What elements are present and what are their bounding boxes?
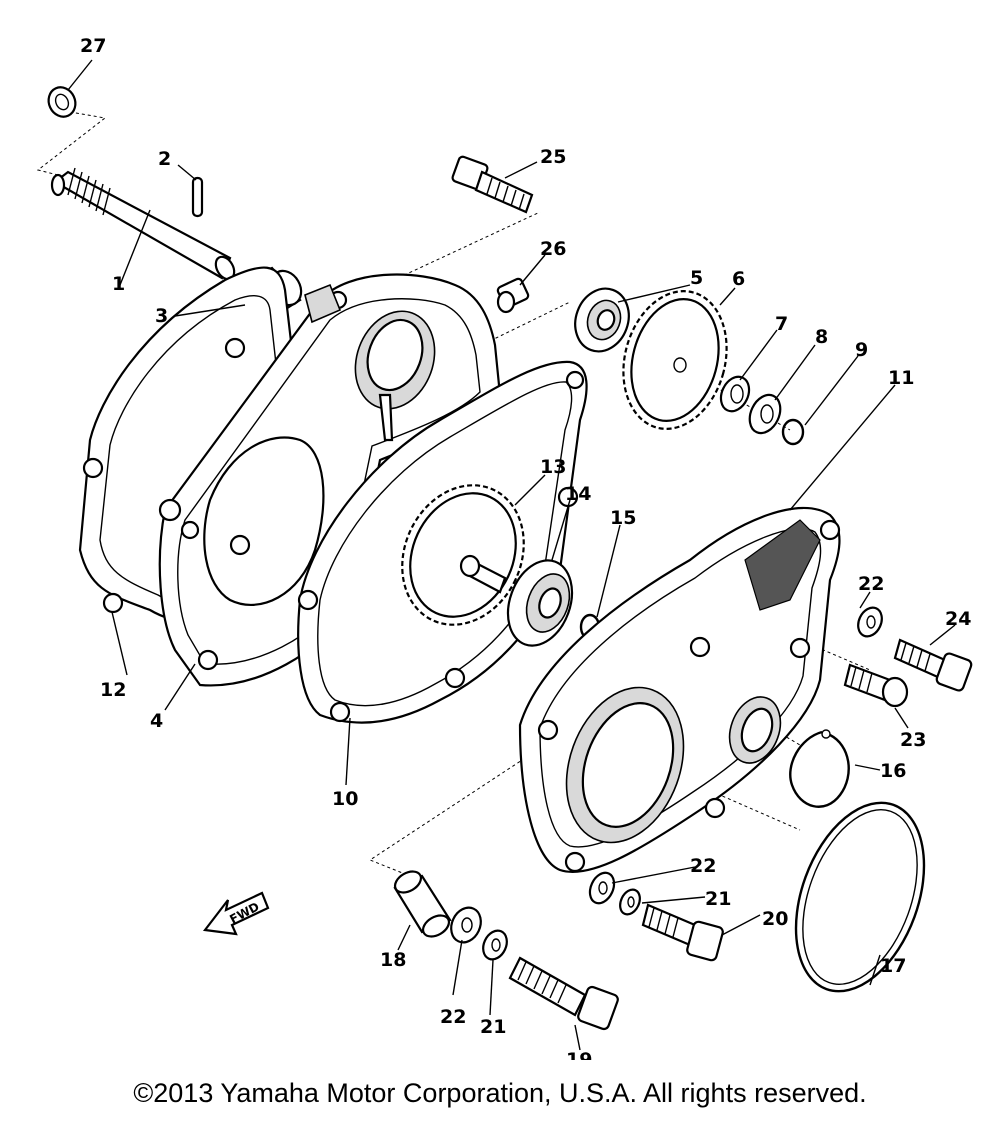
callout-16: 16 [880,760,906,782]
callout-23: 23 [900,729,926,751]
callout-1: 1 [112,273,125,295]
part-26-bolt [496,277,530,314]
callout-17: 17 [880,955,906,977]
part-11-cover [518,506,841,873]
part-22-washer-lower [450,906,482,944]
part-5-bearing [574,287,630,353]
part-13-gear [401,484,525,626]
part-17-o-ring [794,801,926,993]
callout-8: 8 [815,326,828,348]
part-8-washer [748,393,782,435]
leader-lines [67,59,956,1051]
part-9-clip [781,418,805,446]
callout-20: 20 [762,908,788,930]
part-27-washer [47,86,77,118]
callout-2: 2 [158,148,171,170]
part-6-gear [622,290,728,430]
callout-6: 6 [732,268,745,290]
part-24-bolt [893,638,973,692]
part-16-circlip [789,729,850,808]
callout-9: 9 [855,339,868,361]
callout-3: 3 [155,305,168,327]
part-2-pin [191,176,204,218]
callout-24: 24 [945,608,971,630]
callout-21-mid: 21 [705,888,731,910]
callout-labels: 27 2 25 26 5 6 7 8 9 11 1 3 13 14 15 22 … [80,35,971,1060]
part-19-bolt [508,956,619,1031]
part-20-bolt [641,903,724,962]
part-22-washer-mid [588,871,616,905]
callout-10: 10 [332,788,358,810]
callout-22-upper: 22 [858,573,884,595]
exploded-parts-diagram: FWD 27 2 25 26 [36,35,973,1060]
callout-18: 18 [380,949,406,971]
part-14-bearing [506,559,574,647]
callout-11: 11 [888,367,914,389]
part-22-washer-upper [857,606,883,638]
part-23-bolt [843,663,909,708]
callout-15: 15 [610,507,636,529]
callout-12: 12 [100,679,126,701]
fwd-arrow-icon: FWD [202,891,270,936]
callout-21-lower: 21 [480,1016,506,1038]
part-21-washer-mid [619,888,641,916]
part-1-worm-shaft [50,167,236,281]
callout-14: 14 [565,483,591,505]
part-4-case-housing [158,273,502,687]
part-18-dowel [393,870,452,938]
copyright-notice: ©2013 Yamaha Motor Corporation, U.S.A. A… [133,1078,867,1108]
part-21-washer-lower [482,929,508,961]
callout-22-lower: 22 [440,1006,466,1028]
callout-26: 26 [540,238,566,260]
callout-4: 4 [150,710,163,732]
callout-25: 25 [540,146,566,168]
part-7-washer [719,375,751,413]
callout-5: 5 [690,267,703,289]
callout-22-mid: 22 [690,855,716,877]
callout-27: 27 [80,35,106,57]
callout-19: 19 [566,1049,592,1060]
callout-7: 7 [775,313,788,335]
callout-13: 13 [540,456,566,478]
part-25-bolt [451,155,534,214]
